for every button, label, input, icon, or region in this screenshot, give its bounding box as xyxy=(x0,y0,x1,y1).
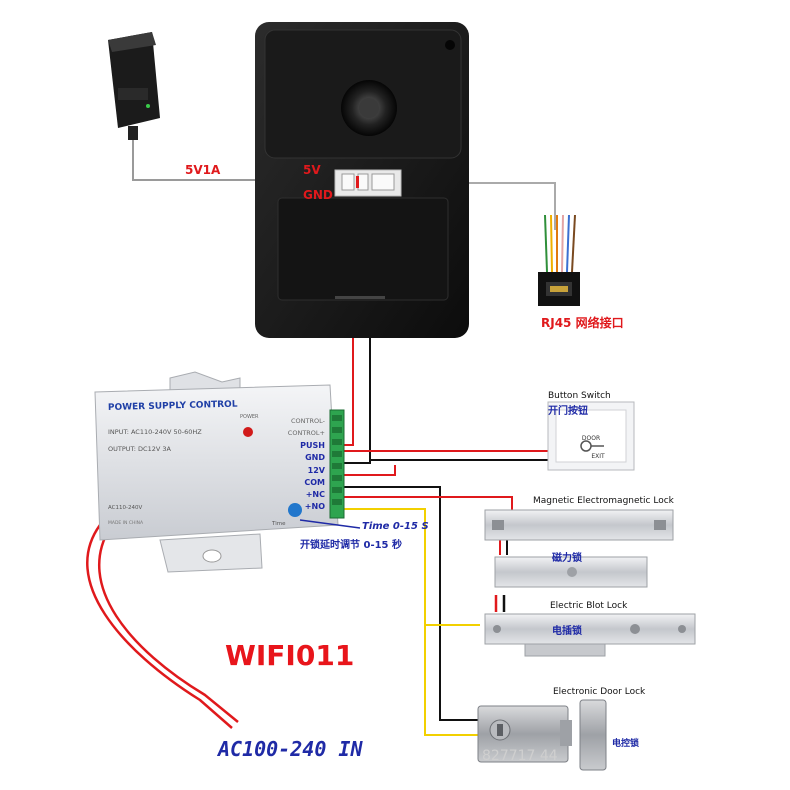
power-led xyxy=(243,427,253,437)
exit-button-switch xyxy=(547,401,635,471)
label-mag-lock-cn: 磁力锁 xyxy=(552,551,582,564)
electric-bolt-lock xyxy=(484,613,696,657)
ac-input-label: AC100-240 IN xyxy=(216,737,363,761)
label-adapter-output: 5V1A xyxy=(185,163,221,177)
rj45-strands xyxy=(544,214,576,273)
label-time-cn: 开锁延时调节 0-15 秒 xyxy=(300,538,402,551)
doorbell-camera-back xyxy=(255,22,469,338)
psu-input-spec: INPUT: AC110-240V 50-60HZ xyxy=(108,428,202,436)
terminal-gnd: GND xyxy=(305,453,325,462)
label-button-switch-en: Button Switch xyxy=(548,391,611,401)
wire-no-branch xyxy=(424,509,480,626)
wire-nc-red xyxy=(340,496,513,510)
label-mag-lock-en: Magnetic Electromagnetic Lock xyxy=(533,496,675,506)
label-door-lock-cn: 电控锁 xyxy=(612,737,639,749)
button-door-text: DOOR xyxy=(582,435,600,442)
label-time-en: Time 0-15 S xyxy=(362,521,429,532)
power-adapter xyxy=(108,32,160,140)
terminal-no: +NO xyxy=(305,502,325,511)
label-gnd: GND xyxy=(303,188,333,202)
psu-power-label: POWER xyxy=(240,414,259,420)
ac-wire-1 xyxy=(86,524,233,729)
terminal-12v: 12V xyxy=(308,466,326,475)
ac-wire-2 xyxy=(98,527,239,723)
terminal-control-plus: CONTROL+ xyxy=(288,429,325,437)
watermark: 827717 44 xyxy=(482,748,558,764)
wire-com-black xyxy=(340,486,480,721)
button-exit-text: EXIT xyxy=(591,453,605,460)
label-rj45: RJ45 网络接口 xyxy=(541,315,624,330)
label-5v: 5V xyxy=(303,163,321,177)
psu-made-in: MADE IN CHINA xyxy=(108,520,144,526)
terminal-labels: CONTROL- CONTROL+ PUSH GND 12V COM +NC +… xyxy=(288,417,326,511)
power-supply-control xyxy=(94,371,345,573)
terminal-control-minus: CONTROL- xyxy=(291,417,326,425)
electronic-door-lock xyxy=(477,699,607,771)
time-pointer xyxy=(299,519,361,529)
label-bolt-lock-en: Electric Blot Lock xyxy=(550,601,628,611)
time-knob[interactable] xyxy=(288,503,302,517)
psu-output-spec: OUTPUT: DC12V 3A xyxy=(108,445,171,453)
label-door-lock-en: Electronic Door Lock xyxy=(553,687,646,697)
label-button-switch-cn: 开门按钮 xyxy=(548,404,588,417)
rj45-connector xyxy=(538,272,580,306)
label-bolt-lock-cn: 电插锁 xyxy=(552,624,582,637)
psu-title: POWER SUPPLY CONTROL xyxy=(108,400,238,413)
psu-time-label: Time xyxy=(271,521,286,527)
terminal-nc: +NC xyxy=(306,490,325,499)
terminal-push: PUSH xyxy=(300,441,325,450)
door-lock-strike xyxy=(579,699,607,771)
terminal-com: COM xyxy=(304,478,325,487)
psu-ac-label: AC110-240V xyxy=(108,505,142,511)
model-name: WIFI011 xyxy=(225,639,354,672)
wires xyxy=(86,140,576,736)
wire-12v xyxy=(340,465,396,476)
magnetic-lock xyxy=(484,509,674,588)
